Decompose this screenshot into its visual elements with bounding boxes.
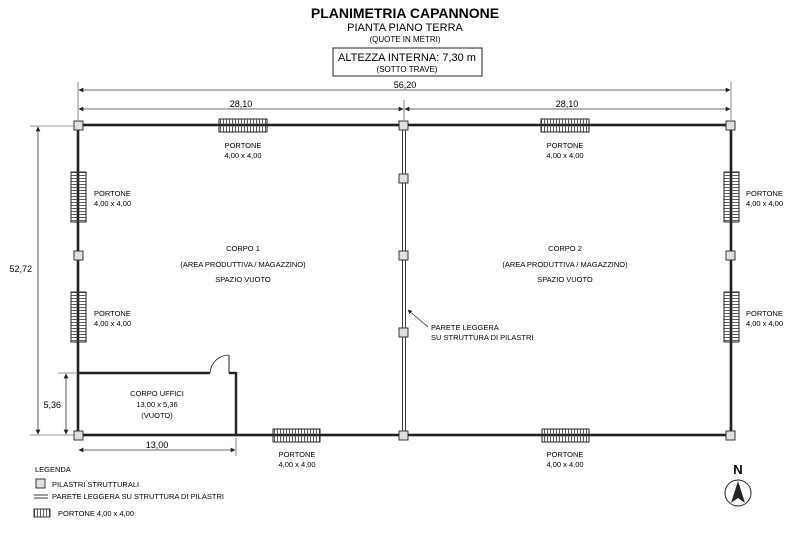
legend-title: LEGENDA xyxy=(35,465,71,474)
door-top-right xyxy=(540,118,590,133)
door-right-upper-size: 4,00 x 4,00 xyxy=(746,199,783,208)
page-subtitle: PIANTA PIANO TERRA xyxy=(347,22,463,34)
office-walls xyxy=(78,354,238,435)
pillar-icon xyxy=(398,430,409,441)
uffici-state: (VUOTO) xyxy=(141,411,173,420)
door-right-lower-label: PORTONE xyxy=(746,309,783,318)
office-width-label: 13,00 xyxy=(146,440,169,450)
legend: LEGENDA PILASTRI STRUTTURALI PARETE LEGG… xyxy=(33,465,224,518)
door-left-upper xyxy=(70,171,87,223)
corpo2-state: SPAZIO VUOTO xyxy=(537,275,593,284)
door-bottom-left-label: PORTONE xyxy=(279,450,316,459)
height-note: (SOTTO TRAVE) xyxy=(377,65,438,74)
legend-item-partition: PARETE LEGGERA SU STRUTTURA DI PILASTRI xyxy=(52,492,224,501)
corpo1-state: SPAZIO VUOTO xyxy=(215,275,271,284)
pillar-icon xyxy=(398,173,409,184)
door-left-lower xyxy=(70,291,87,343)
partition-line2: SU STRUTTURA DI PILASTRI xyxy=(431,333,534,342)
north-arrow: N xyxy=(724,462,752,507)
height-box: ALTEZZA INTERNA: 7,30 m (SOTTO TRAVE) xyxy=(332,47,483,77)
uffici-size: 13,00 x 5,36 xyxy=(136,400,177,409)
corpo2-use: (AREA PRODUTTIVA / MAGAZZINO) xyxy=(502,260,628,269)
pillar-icon xyxy=(73,250,84,261)
door-right-lower xyxy=(723,291,740,343)
corpo1-name: CORPO 1 xyxy=(226,244,260,253)
door-top-right-label: PORTONE xyxy=(547,141,584,150)
page-title: PLANIMETRIA CAPANNONE xyxy=(311,5,499,21)
door-top-right-size: 4,00 x 4,00 xyxy=(546,151,583,160)
height-value: ALTEZZA INTERNA: 7,30 m xyxy=(338,52,476,64)
door-bottom-right-label: PORTONE xyxy=(547,450,584,459)
dimension-total-width: 56,20 xyxy=(77,80,732,120)
pillar-icon xyxy=(725,120,736,131)
pillar-icon xyxy=(398,250,409,261)
legend-item-door: PORTONE 4,00 x 4,00 xyxy=(58,509,134,518)
pillar-icon xyxy=(725,250,736,261)
door-left-lower-label: PORTONE xyxy=(94,309,131,318)
pillar-icon xyxy=(398,120,409,131)
legend-item-pillars: PILASTRI STRUTTURALI xyxy=(52,480,139,489)
dimension-depth: 52,72 xyxy=(9,125,76,436)
door-right-upper-label: PORTONE xyxy=(746,189,783,198)
units-note: (QUOTE IN METRI) xyxy=(369,35,440,44)
pillars xyxy=(73,120,736,441)
door-bottom-right xyxy=(541,428,590,443)
dimension-office-depth: 5,36 xyxy=(43,372,76,435)
door-left-upper-label: PORTONE xyxy=(94,189,131,198)
door-top-left-size: 4,00 x 4,00 xyxy=(224,151,261,160)
dimension-half-widths: 28,10 28,10 xyxy=(78,99,731,120)
depth-label: 52,72 xyxy=(9,264,32,274)
door-icon xyxy=(33,508,51,518)
pillar-icon xyxy=(73,430,84,441)
pillar-icon xyxy=(73,120,84,131)
pillar-icon xyxy=(35,478,46,489)
corpo1-use: (AREA PRODUTTIVA / MAGAZZINO) xyxy=(180,260,306,269)
door-top-left-label: PORTONE xyxy=(225,141,262,150)
partition-wall-icon xyxy=(34,494,48,499)
door-left-lower-size: 4,00 x 4,00 xyxy=(94,319,131,328)
door-left-upper-size: 4,00 x 4,00 xyxy=(94,199,131,208)
north-label: N xyxy=(733,462,742,477)
door-right-upper xyxy=(723,171,740,223)
door-right-lower-size: 4,00 x 4,00 xyxy=(746,319,783,328)
door-top-left xyxy=(218,118,268,133)
total-width-label: 56,20 xyxy=(394,80,417,90)
partition-line1: PARETE LEGGERA xyxy=(431,323,499,332)
uffici-name: CORPO UFFICI xyxy=(130,389,184,398)
office-depth-label: 5,36 xyxy=(43,400,61,410)
corpo2-name: CORPO 2 xyxy=(548,244,582,253)
door-bottom-left-size: 4,00 x 4,00 xyxy=(278,460,315,469)
partition-callout: PARETE LEGGERA SU STRUTTURA DI PILASTRI xyxy=(407,309,534,342)
half-right-label: 28,10 xyxy=(556,99,579,109)
north-arrow-icon xyxy=(731,481,745,503)
partition-wall xyxy=(402,125,406,435)
door-bottom-left xyxy=(272,428,321,443)
pillar-icon xyxy=(398,327,409,338)
door-bottom-right-size: 4,00 x 4,00 xyxy=(546,460,583,469)
pillar-icon xyxy=(725,430,736,441)
half-left-label: 28,10 xyxy=(230,99,253,109)
dimension-office-width: 13,00 xyxy=(78,438,237,456)
